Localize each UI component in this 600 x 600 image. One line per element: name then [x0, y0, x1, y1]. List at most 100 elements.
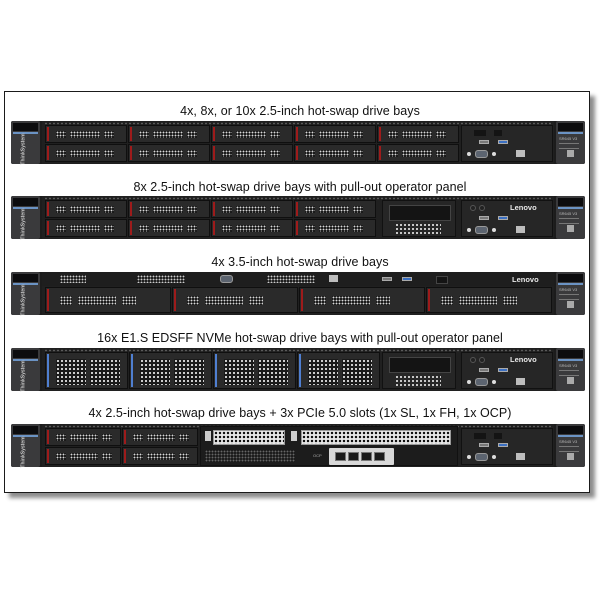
usb-port[interactable] — [479, 140, 489, 144]
drive-latch[interactable] — [296, 127, 298, 141]
usb3-port[interactable] — [498, 368, 508, 372]
drive-bay[interactable] — [294, 125, 376, 143]
drive-bay[interactable] — [426, 287, 552, 313]
drive-vent — [70, 131, 100, 138]
drive-latch[interactable] — [47, 354, 49, 387]
drive-bay[interactable] — [128, 200, 210, 218]
id-button[interactable] — [492, 455, 496, 459]
drive-bay[interactable] — [299, 287, 425, 313]
power-button[interactable] — [467, 152, 471, 156]
usb3-port[interactable] — [498, 140, 508, 144]
usb3-port[interactable] — [402, 277, 412, 281]
drive-latch[interactable] — [174, 289, 176, 311]
power-button[interactable] — [467, 228, 471, 232]
drive-latch[interactable] — [213, 202, 215, 216]
drive-bay[interactable] — [45, 219, 127, 237]
drive-bay[interactable] — [377, 144, 459, 162]
drive-latch[interactable] — [213, 146, 215, 160]
drive-latch[interactable] — [301, 289, 303, 311]
drive-bay[interactable] — [45, 352, 128, 389]
drive-latch[interactable] — [299, 354, 301, 387]
pull-out-operator-panel[interactable] — [382, 352, 456, 389]
front-io-panel — [461, 125, 553, 162]
drive-bay[interactable] — [128, 144, 210, 162]
drive-latch[interactable] — [379, 127, 381, 141]
drive-latch[interactable] — [47, 289, 49, 311]
drive-latch[interactable] — [296, 146, 298, 160]
drive-bay[interactable] — [211, 144, 293, 162]
pcie-slot-fh[interactable] — [301, 430, 451, 445]
usb3-port[interactable] — [498, 443, 508, 447]
drive-bay[interactable] — [45, 144, 127, 162]
drive-bay[interactable] — [45, 125, 127, 143]
drive-latch[interactable] — [296, 202, 298, 216]
caption-config-4: 16x E1.S EDSFF NVMe hot-swap drive bays … — [97, 331, 503, 345]
drive-latch[interactable] — [296, 221, 298, 235]
drive-bay[interactable] — [172, 287, 298, 313]
drive-bay[interactable] — [129, 352, 212, 389]
chassis-front: Lenovo — [42, 272, 554, 315]
vga-port[interactable] — [475, 453, 488, 461]
drive-bay[interactable] — [45, 200, 127, 218]
drive-latch[interactable] — [130, 127, 132, 141]
vga-port[interactable] — [220, 275, 233, 283]
drive-vent — [174, 359, 204, 385]
drive-bay[interactable] — [45, 447, 121, 465]
drive-bay[interactable] — [211, 219, 293, 237]
drive-latch[interactable] — [428, 289, 430, 311]
usb3-port[interactable] — [498, 216, 508, 220]
drive-bay[interactable] — [128, 125, 210, 143]
power-button[interactable] — [467, 455, 471, 459]
drive-vent — [56, 150, 66, 157]
drive-bay[interactable] — [128, 219, 210, 237]
drive-latch[interactable] — [213, 221, 215, 235]
usb-port[interactable] — [382, 277, 392, 281]
drive-bay[interactable] — [122, 447, 198, 465]
vga-port[interactable] — [475, 378, 488, 386]
drive-vent — [139, 206, 149, 213]
pcie-slot-sl[interactable] — [213, 430, 285, 445]
usb-port[interactable] — [479, 443, 489, 447]
drive-bay[interactable] — [377, 125, 459, 143]
drive-latch[interactable] — [47, 430, 49, 444]
drive-latch[interactable] — [130, 146, 132, 160]
drive-bay[interactable] — [211, 200, 293, 218]
model-label: SR645 V3 — [559, 211, 578, 216]
drive-latch[interactable] — [130, 221, 132, 235]
drive-latch[interactable] — [130, 202, 132, 216]
drive-bay[interactable] — [45, 287, 171, 313]
drive-bay[interactable] — [294, 144, 376, 162]
drive-latch[interactable] — [47, 127, 49, 141]
drive-latch[interactable] — [131, 354, 133, 387]
right-ear: SR645 V3 — [556, 272, 585, 315]
drive-latch[interactable] — [379, 146, 381, 160]
drive-vent — [205, 296, 243, 305]
drive-bay[interactable] — [294, 219, 376, 237]
drive-bay[interactable] — [213, 352, 296, 389]
vga-port[interactable] — [475, 226, 488, 234]
usb-port[interactable] — [479, 216, 489, 220]
usb-port[interactable] — [479, 368, 489, 372]
drive-vent — [104, 150, 114, 157]
drive-bay[interactable] — [122, 428, 198, 446]
vga-port[interactable] — [475, 150, 488, 158]
drive-latch[interactable] — [124, 430, 126, 444]
drive-latch[interactable] — [124, 449, 126, 463]
drive-latch[interactable] — [215, 354, 217, 387]
pcie-slot-ocp[interactable] — [329, 448, 394, 465]
drive-latch[interactable] — [213, 127, 215, 141]
power-button[interactable] — [467, 380, 471, 384]
drive-latch[interactable] — [47, 202, 49, 216]
id-button[interactable] — [492, 152, 496, 156]
drive-latch[interactable] — [47, 221, 49, 235]
drive-bay[interactable] — [211, 125, 293, 143]
drive-bay[interactable] — [45, 428, 121, 446]
drive-bay[interactable] — [294, 200, 376, 218]
caption-config-1: 4x, 8x, or 10x 2.5-inch hot-swap drive b… — [180, 104, 420, 118]
id-button[interactable] — [492, 228, 496, 232]
drive-latch[interactable] — [47, 146, 49, 160]
drive-latch[interactable] — [47, 449, 49, 463]
pull-out-operator-panel[interactable] — [382, 200, 456, 237]
drive-bay[interactable] — [297, 352, 380, 389]
id-button[interactable] — [492, 380, 496, 384]
